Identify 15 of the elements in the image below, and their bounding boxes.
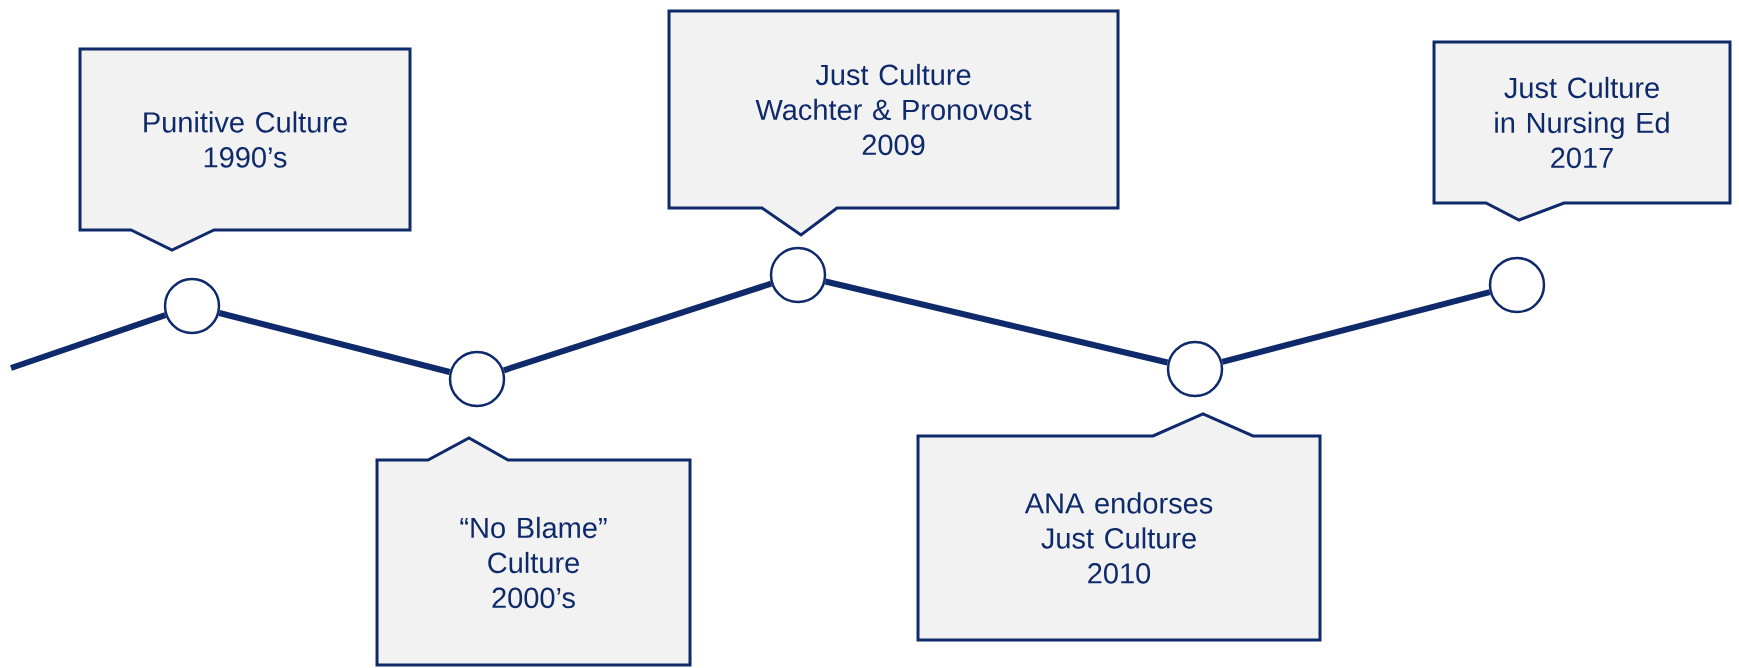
timeline-circle [769, 246, 827, 304]
timeline-line [10, 312, 167, 371]
callout-box: Just Culture Wachter & Pronovost 2009 [667, 9, 1120, 237]
callout-box: ANA endorses Just Culture 2010 [916, 412, 1322, 642]
timeline-line [1221, 289, 1491, 365]
timeline-circle [448, 350, 506, 408]
callout-box: “No Blame” Culture 2000’s [375, 436, 692, 667]
timeline-line [502, 280, 773, 374]
timeline-circle [1166, 340, 1224, 398]
timeline-line [824, 278, 1169, 366]
timeline-line [218, 310, 451, 375]
timeline-circle [163, 277, 221, 335]
callout-box: Punitive Culture 1990’s [78, 47, 412, 252]
timeline-circle [1488, 256, 1546, 314]
callout-box: Just Culture in Nursing Ed 2017 [1432, 40, 1732, 222]
